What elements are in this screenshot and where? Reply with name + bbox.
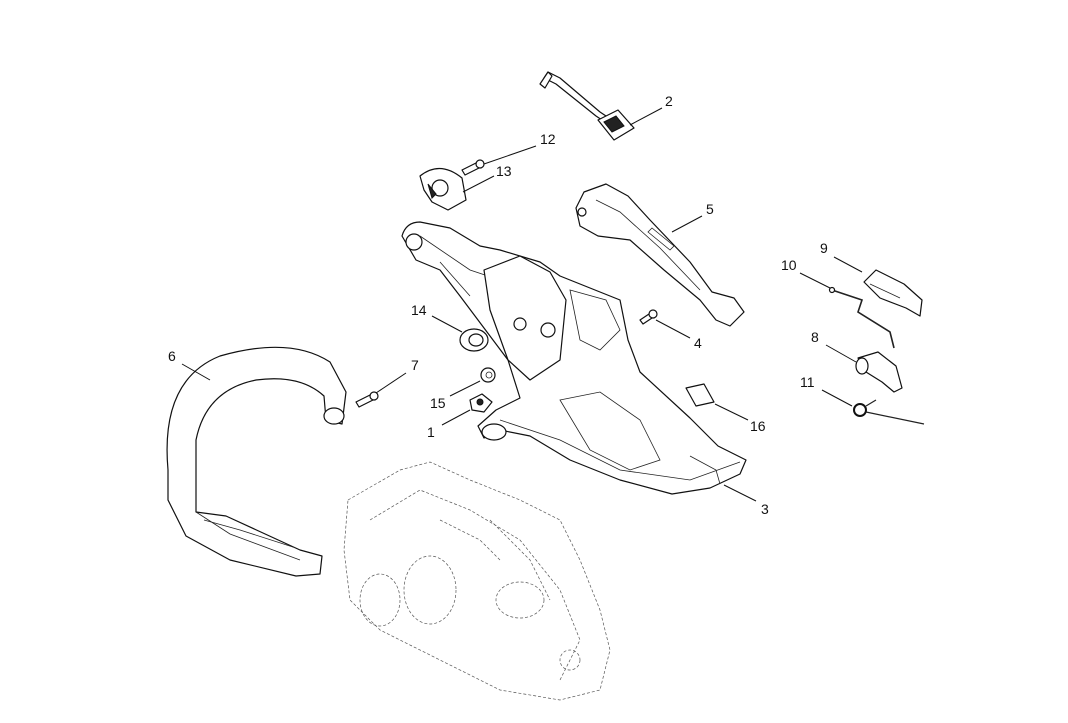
- part-13-bracket: [419, 167, 467, 211]
- part-15-bushing: [480, 367, 496, 383]
- callout-16: 16: [750, 418, 766, 434]
- part-9-trigger: [863, 269, 923, 317]
- leader-lines: [181, 107, 863, 502]
- callout-12: 12: [540, 131, 556, 147]
- callout-5: 5: [706, 201, 714, 217]
- callout-1: 1: [427, 424, 435, 440]
- part-7-screw: [355, 391, 379, 408]
- callout-6: 6: [168, 348, 176, 364]
- crankcase-reference: [343, 461, 611, 701]
- part-8-lockout: [855, 351, 903, 393]
- callout-2: 2: [665, 93, 673, 109]
- part-4-screw: [639, 309, 658, 325]
- callout-13: 13: [496, 163, 512, 179]
- part-11-spring: [853, 399, 925, 425]
- part-5-handle-cover: [575, 183, 745, 327]
- callout-15: 15: [430, 395, 446, 411]
- part-14-grommet: [459, 328, 489, 352]
- callout-4: 4: [694, 335, 702, 351]
- callout-3: 3: [761, 501, 769, 517]
- part-1-damper: [469, 393, 493, 413]
- callouts: 2 12 13 5 9 10 14 4 8 6 7 11 15 1 16 3: [168, 93, 828, 517]
- callout-10: 10: [781, 257, 797, 273]
- part-10-rod: [828, 286, 895, 349]
- part-6-front-handle: [166, 346, 347, 577]
- part-12-screw: [461, 159, 485, 176]
- part-16-label: [685, 383, 715, 407]
- callout-9: 9: [820, 240, 828, 256]
- callout-7: 7: [411, 357, 419, 373]
- part-2-cable-clip: [539, 71, 635, 141]
- part-3-handle-housing: [401, 221, 747, 495]
- callout-11: 11: [800, 374, 815, 390]
- callout-14: 14: [411, 302, 427, 318]
- callout-8: 8: [811, 329, 819, 345]
